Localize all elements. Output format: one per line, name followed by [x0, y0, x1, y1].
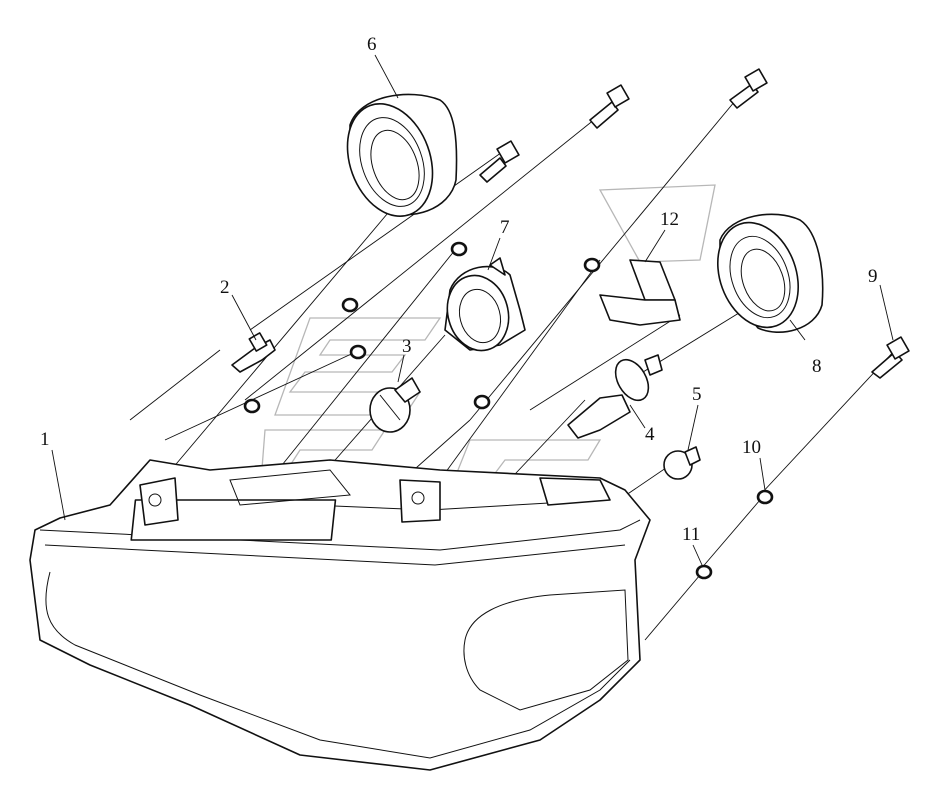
washers	[243, 241, 774, 580]
bolts	[479, 68, 910, 379]
callout-12: 12	[660, 209, 679, 230]
callout-pointers	[51, 54, 894, 566]
bulb-holder-7	[444, 257, 526, 352]
callout-1: 1	[40, 429, 50, 450]
callout-2: 2	[220, 277, 230, 298]
bulb-4	[567, 354, 663, 439]
callout-4: 4	[645, 424, 655, 445]
bulb-socket-2	[231, 332, 276, 373]
callout-11: 11	[682, 524, 700, 545]
lens-ring-6	[346, 93, 458, 217]
bulb-3	[369, 377, 421, 433]
headlamp-housing	[29, 459, 651, 771]
bolt-c	[729, 68, 768, 109]
callout-7: 7	[500, 217, 510, 238]
bulb-5	[663, 446, 701, 480]
callout-10: 10	[742, 437, 761, 458]
callout-5: 5	[692, 384, 702, 405]
callout-labels: 1 2 3 4 5 6 7 8 9 10 11 12	[40, 34, 878, 545]
callout-6: 6	[367, 34, 377, 55]
bolt-a	[479, 140, 520, 183]
callout-9: 9	[868, 266, 878, 287]
module-12	[599, 259, 681, 326]
bolt-b	[589, 84, 630, 129]
lens-ring-8	[716, 213, 824, 333]
callout-8: 8	[812, 356, 822, 377]
callout-3: 3	[402, 336, 412, 357]
bolt-9	[871, 336, 910, 379]
